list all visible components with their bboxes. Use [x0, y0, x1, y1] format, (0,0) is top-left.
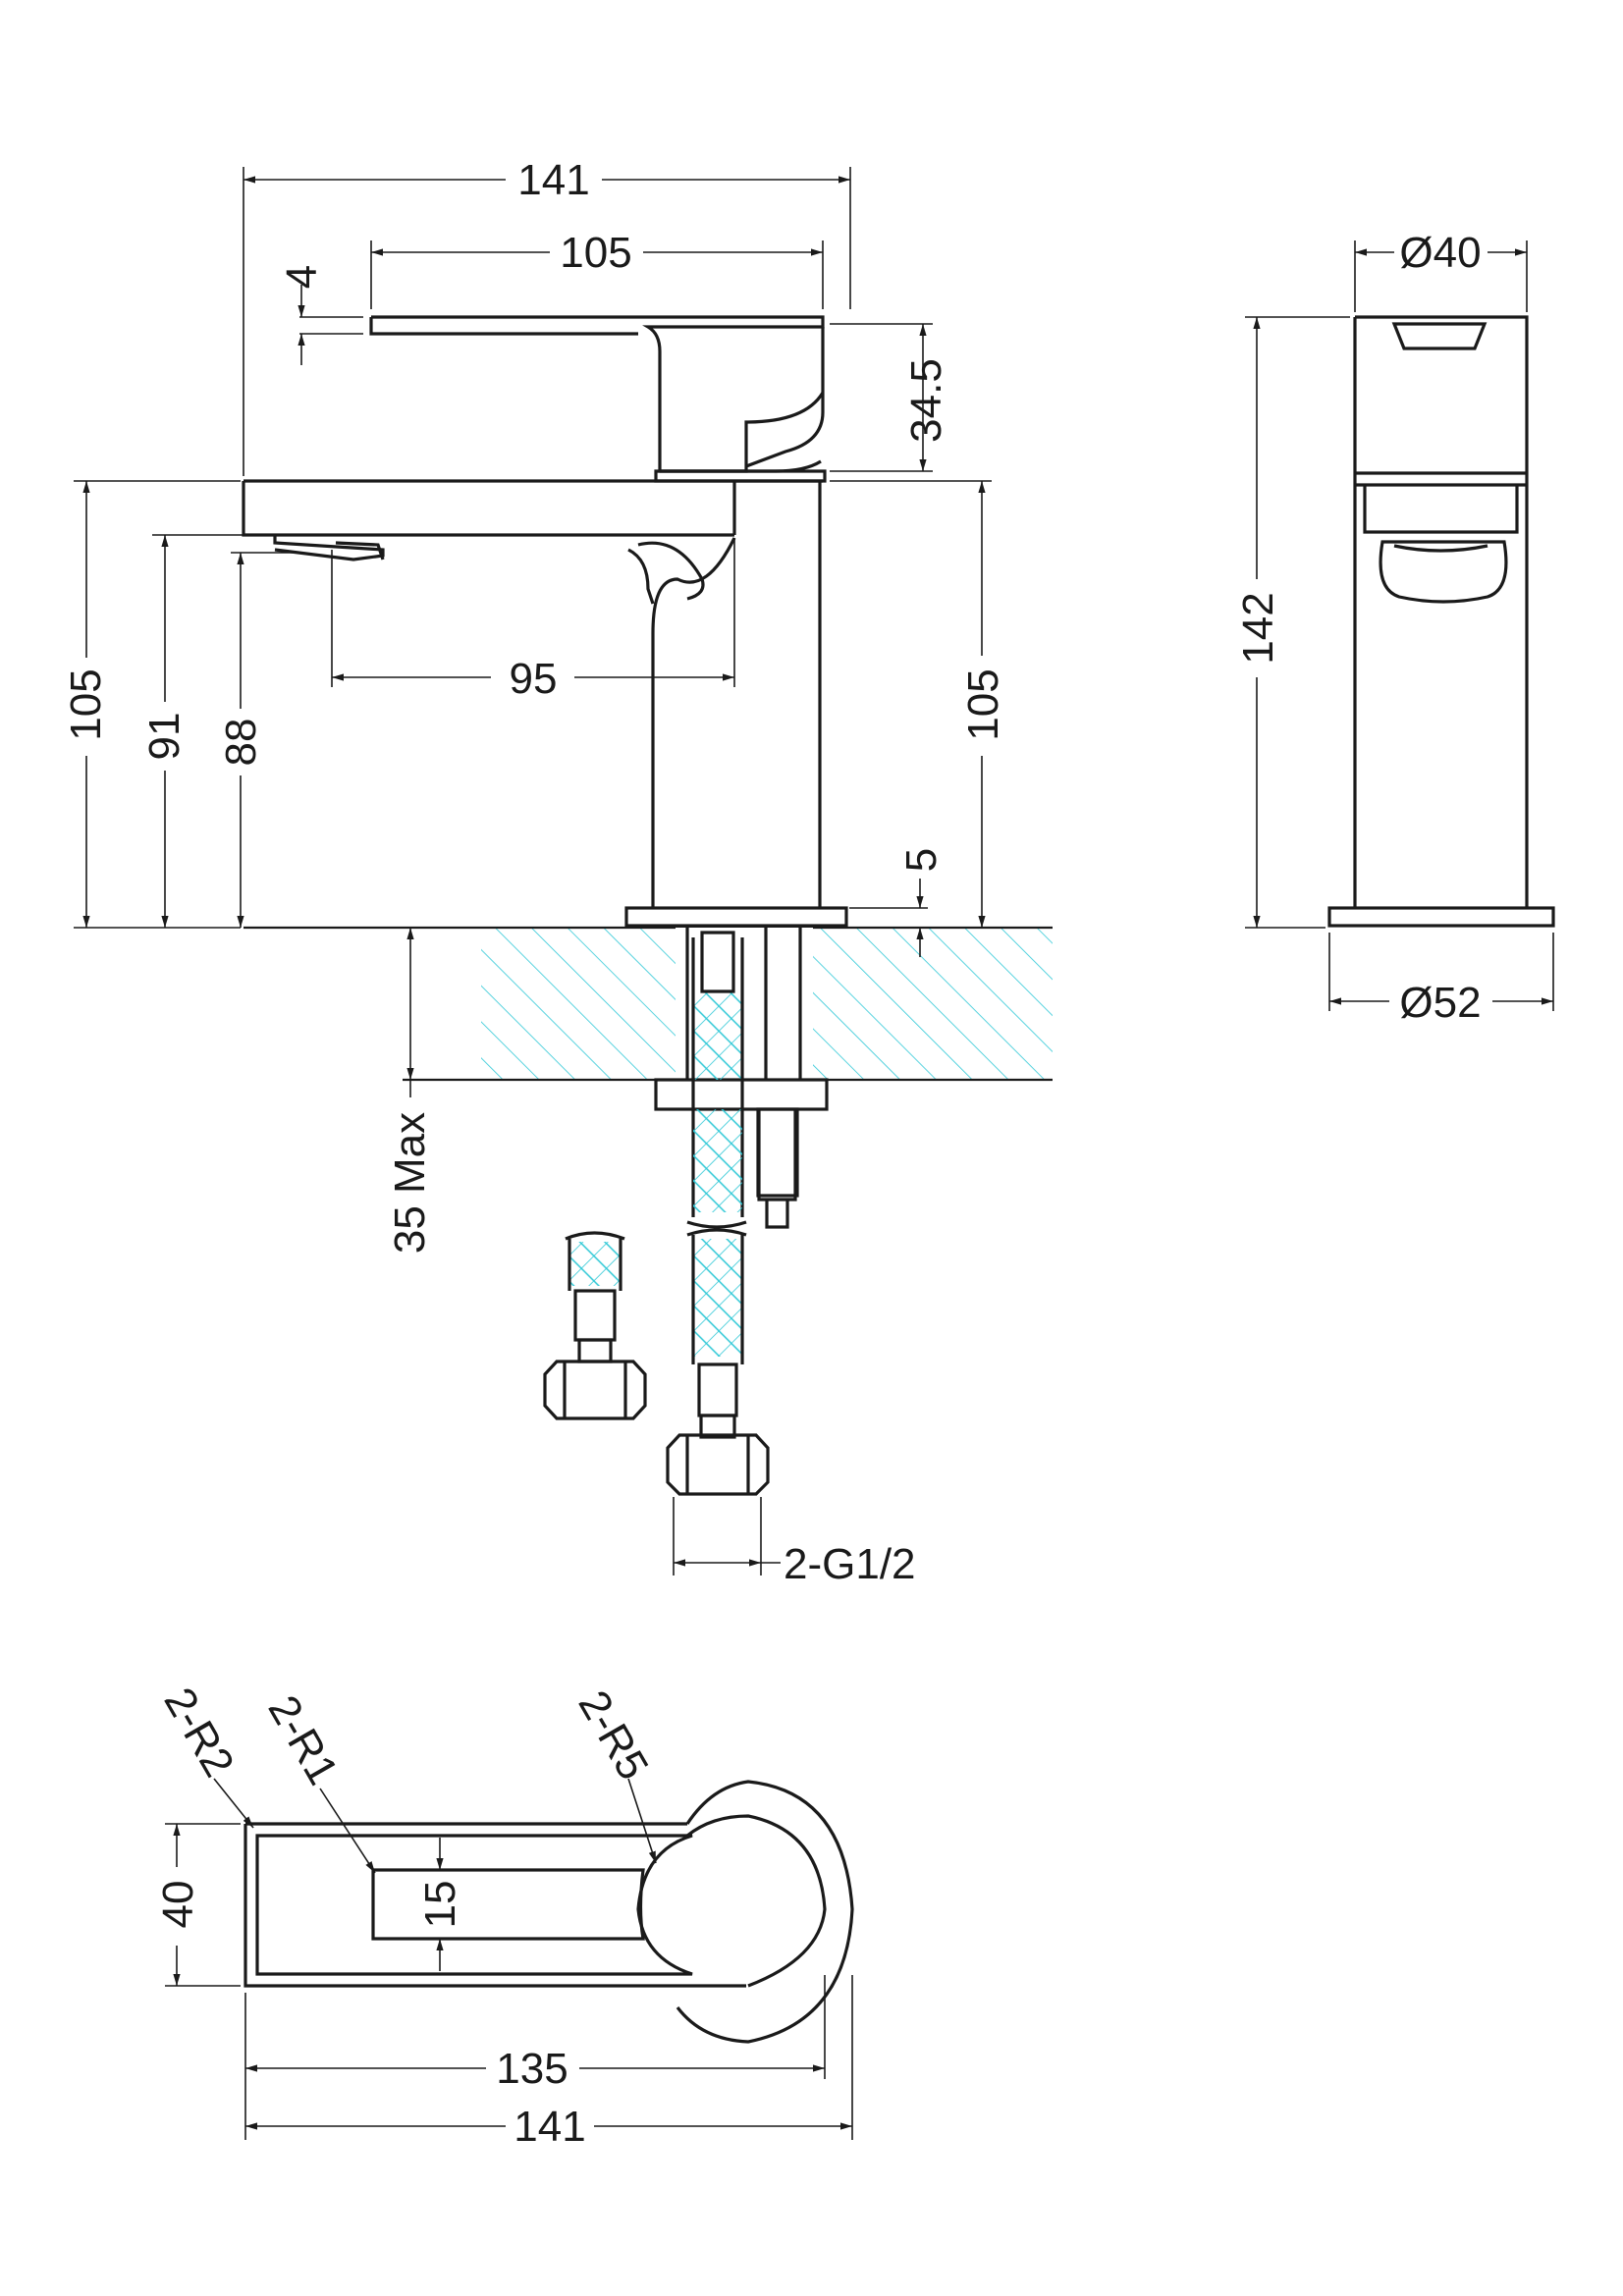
dim-height-spout-outlet: 88: [217, 719, 265, 767]
dim-deck-thickness: 35 Max: [386, 1112, 434, 1254]
dim-base-plate-thickness: 5: [897, 848, 946, 872]
dim-height-spout-top: 91: [140, 713, 189, 761]
dim-side-top-diameter: Ø40: [1399, 229, 1481, 277]
dim-height-body-top: 105: [62, 668, 110, 740]
dim-body-height-right: 105: [959, 668, 1007, 740]
base-plate: [624, 906, 848, 928]
dim-spout-reach: 95: [510, 655, 558, 703]
dim-lever-height: 34.5: [902, 358, 950, 443]
dim-plan-overall-width: 141: [514, 2103, 585, 2151]
dim-plan-slot-width: 15: [416, 1881, 464, 1929]
side-dimensions: Ø40 142 Ø52: [1234, 229, 1554, 1027]
aerator-outlet: [273, 535, 385, 561]
label-plan-radius-end: 2-R5: [568, 1682, 657, 1788]
label-plan-radius-slot: 2-R1: [258, 1687, 347, 1792]
dim-lever-thickness: 4: [278, 265, 326, 289]
dim-plan-depth: 40: [154, 1881, 202, 1929]
lever-handle: [369, 315, 825, 473]
plan-view: 2-R2 2-R1 2-R5 40 15 135 141: [154, 1680, 854, 2151]
dim-plan-lever-length: 135: [496, 2045, 568, 2093]
side-elevation: Ø40 142 Ø52: [1234, 229, 1555, 1027]
dim-side-base-diameter: Ø52: [1399, 979, 1481, 1027]
dim-front-width: 141: [517, 156, 589, 204]
label-plan-radius-outer: 2-R2: [154, 1680, 243, 1785]
plan-dimensions: 2-R2 2-R1 2-R5 40 15 135 141: [154, 1680, 853, 2151]
dim-side-height: 142: [1234, 592, 1282, 664]
front-dimensions: 141 105 4 34.5 95: [62, 156, 1007, 1588]
front-elevation: 141 105 4 34.5 95: [62, 156, 1053, 1588]
deck-section: [243, 926, 1053, 1082]
tails-and-hoses: [543, 928, 829, 1496]
dim-inlet-thread: 2-G1/2: [784, 1540, 916, 1588]
dim-lever-length: 105: [560, 229, 631, 277]
